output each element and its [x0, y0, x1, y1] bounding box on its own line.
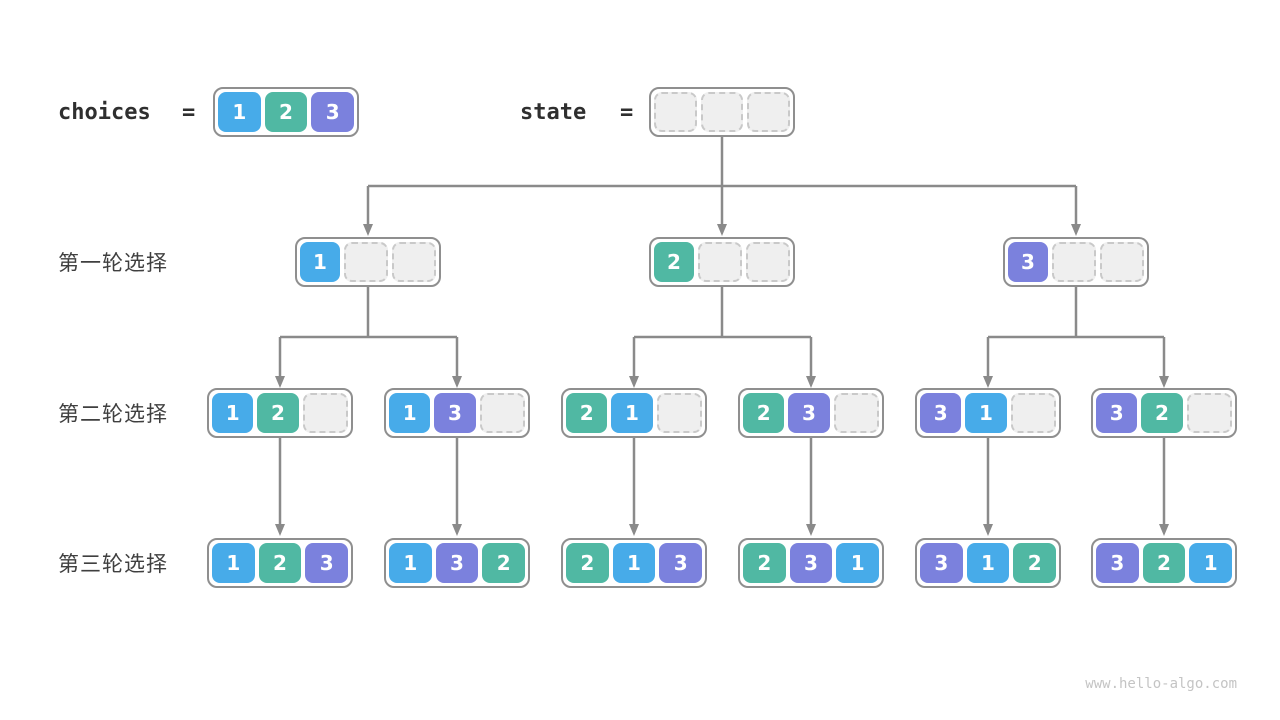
- choice-cell-3: 3: [788, 393, 830, 433]
- choice-cell-2: 2: [1013, 543, 1057, 583]
- choice-cell-1: 1: [300, 242, 340, 282]
- empty-cell: [302, 393, 348, 433]
- state-label: state: [520, 99, 587, 125]
- choice-cell-2: 2: [258, 543, 302, 583]
- empty-cell: [656, 393, 702, 433]
- empty-cell: [700, 92, 744, 132]
- empty-cell: [479, 393, 525, 433]
- choice-cell-2: 2: [257, 393, 299, 433]
- choice-cell-2: 2: [743, 393, 785, 433]
- choice-cell-2: 2: [566, 543, 609, 583]
- row-label-round-1: 第一轮选择: [58, 252, 168, 275]
- choice-cell-1: 1: [212, 543, 255, 583]
- choices-label: choices: [58, 99, 151, 125]
- choice-cell-3: 3: [1096, 393, 1138, 433]
- empty-cell: [1100, 242, 1144, 282]
- round-1-node-1: 1: [295, 237, 441, 287]
- choice-cell-1: 1: [836, 543, 880, 583]
- watermark-url: www.hello-algo.com: [1085, 676, 1237, 692]
- choice-cell-3: 3: [434, 393, 476, 433]
- choice-cell-3: 3: [920, 393, 962, 433]
- empty-cell: [747, 92, 791, 132]
- row-label-round-2: 第二轮选择: [58, 403, 168, 426]
- choice-cell-1: 1: [966, 543, 1010, 583]
- choice-cell-3: 3: [789, 543, 833, 583]
- choice-cell-1: 1: [389, 543, 432, 583]
- empty-cell: [654, 92, 697, 132]
- choice-cell-2: 2: [743, 543, 786, 583]
- choice-cell-1: 1: [1189, 543, 1233, 583]
- choice-cell-1: 1: [389, 393, 431, 433]
- round-1-node-3: 3: [1003, 237, 1149, 287]
- choice-cell-3: 3: [1096, 543, 1139, 583]
- choice-cell-1: 1: [218, 92, 261, 132]
- choice-cell-3: 3: [311, 92, 355, 132]
- state-array: [649, 87, 795, 137]
- choice-cell-3: 3: [920, 543, 963, 583]
- empty-cell: [1052, 242, 1096, 282]
- choice-cell-3: 3: [435, 543, 479, 583]
- choice-cell-2: 2: [654, 242, 694, 282]
- empty-cell: [392, 242, 436, 282]
- choice-cell-3: 3: [659, 543, 703, 583]
- choice-cell-2: 2: [482, 543, 526, 583]
- empty-cell: [1186, 393, 1232, 433]
- state-equals-sign: =: [620, 99, 634, 125]
- choice-cell-1: 1: [611, 393, 653, 433]
- choice-cell-1: 1: [612, 543, 656, 583]
- choice-cell-1: 1: [212, 393, 254, 433]
- choice-cell-2: 2: [566, 393, 608, 433]
- choice-cell-2: 2: [264, 92, 308, 132]
- empty-cell: [698, 242, 742, 282]
- choice-cell-3: 3: [305, 543, 349, 583]
- choice-cell-3: 3: [1008, 242, 1048, 282]
- choice-cell-1: 1: [965, 393, 1007, 433]
- row-label-round-3: 第三轮选择: [58, 553, 168, 576]
- round-1-node-2: 2: [649, 237, 795, 287]
- choice-cell-2: 2: [1141, 393, 1183, 433]
- empty-cell: [746, 242, 790, 282]
- choice-cell-2: 2: [1142, 543, 1186, 583]
- empty-cell: [833, 393, 879, 433]
- empty-cell: [344, 242, 388, 282]
- choices-equals-sign: =: [182, 99, 196, 125]
- empty-cell: [1010, 393, 1056, 433]
